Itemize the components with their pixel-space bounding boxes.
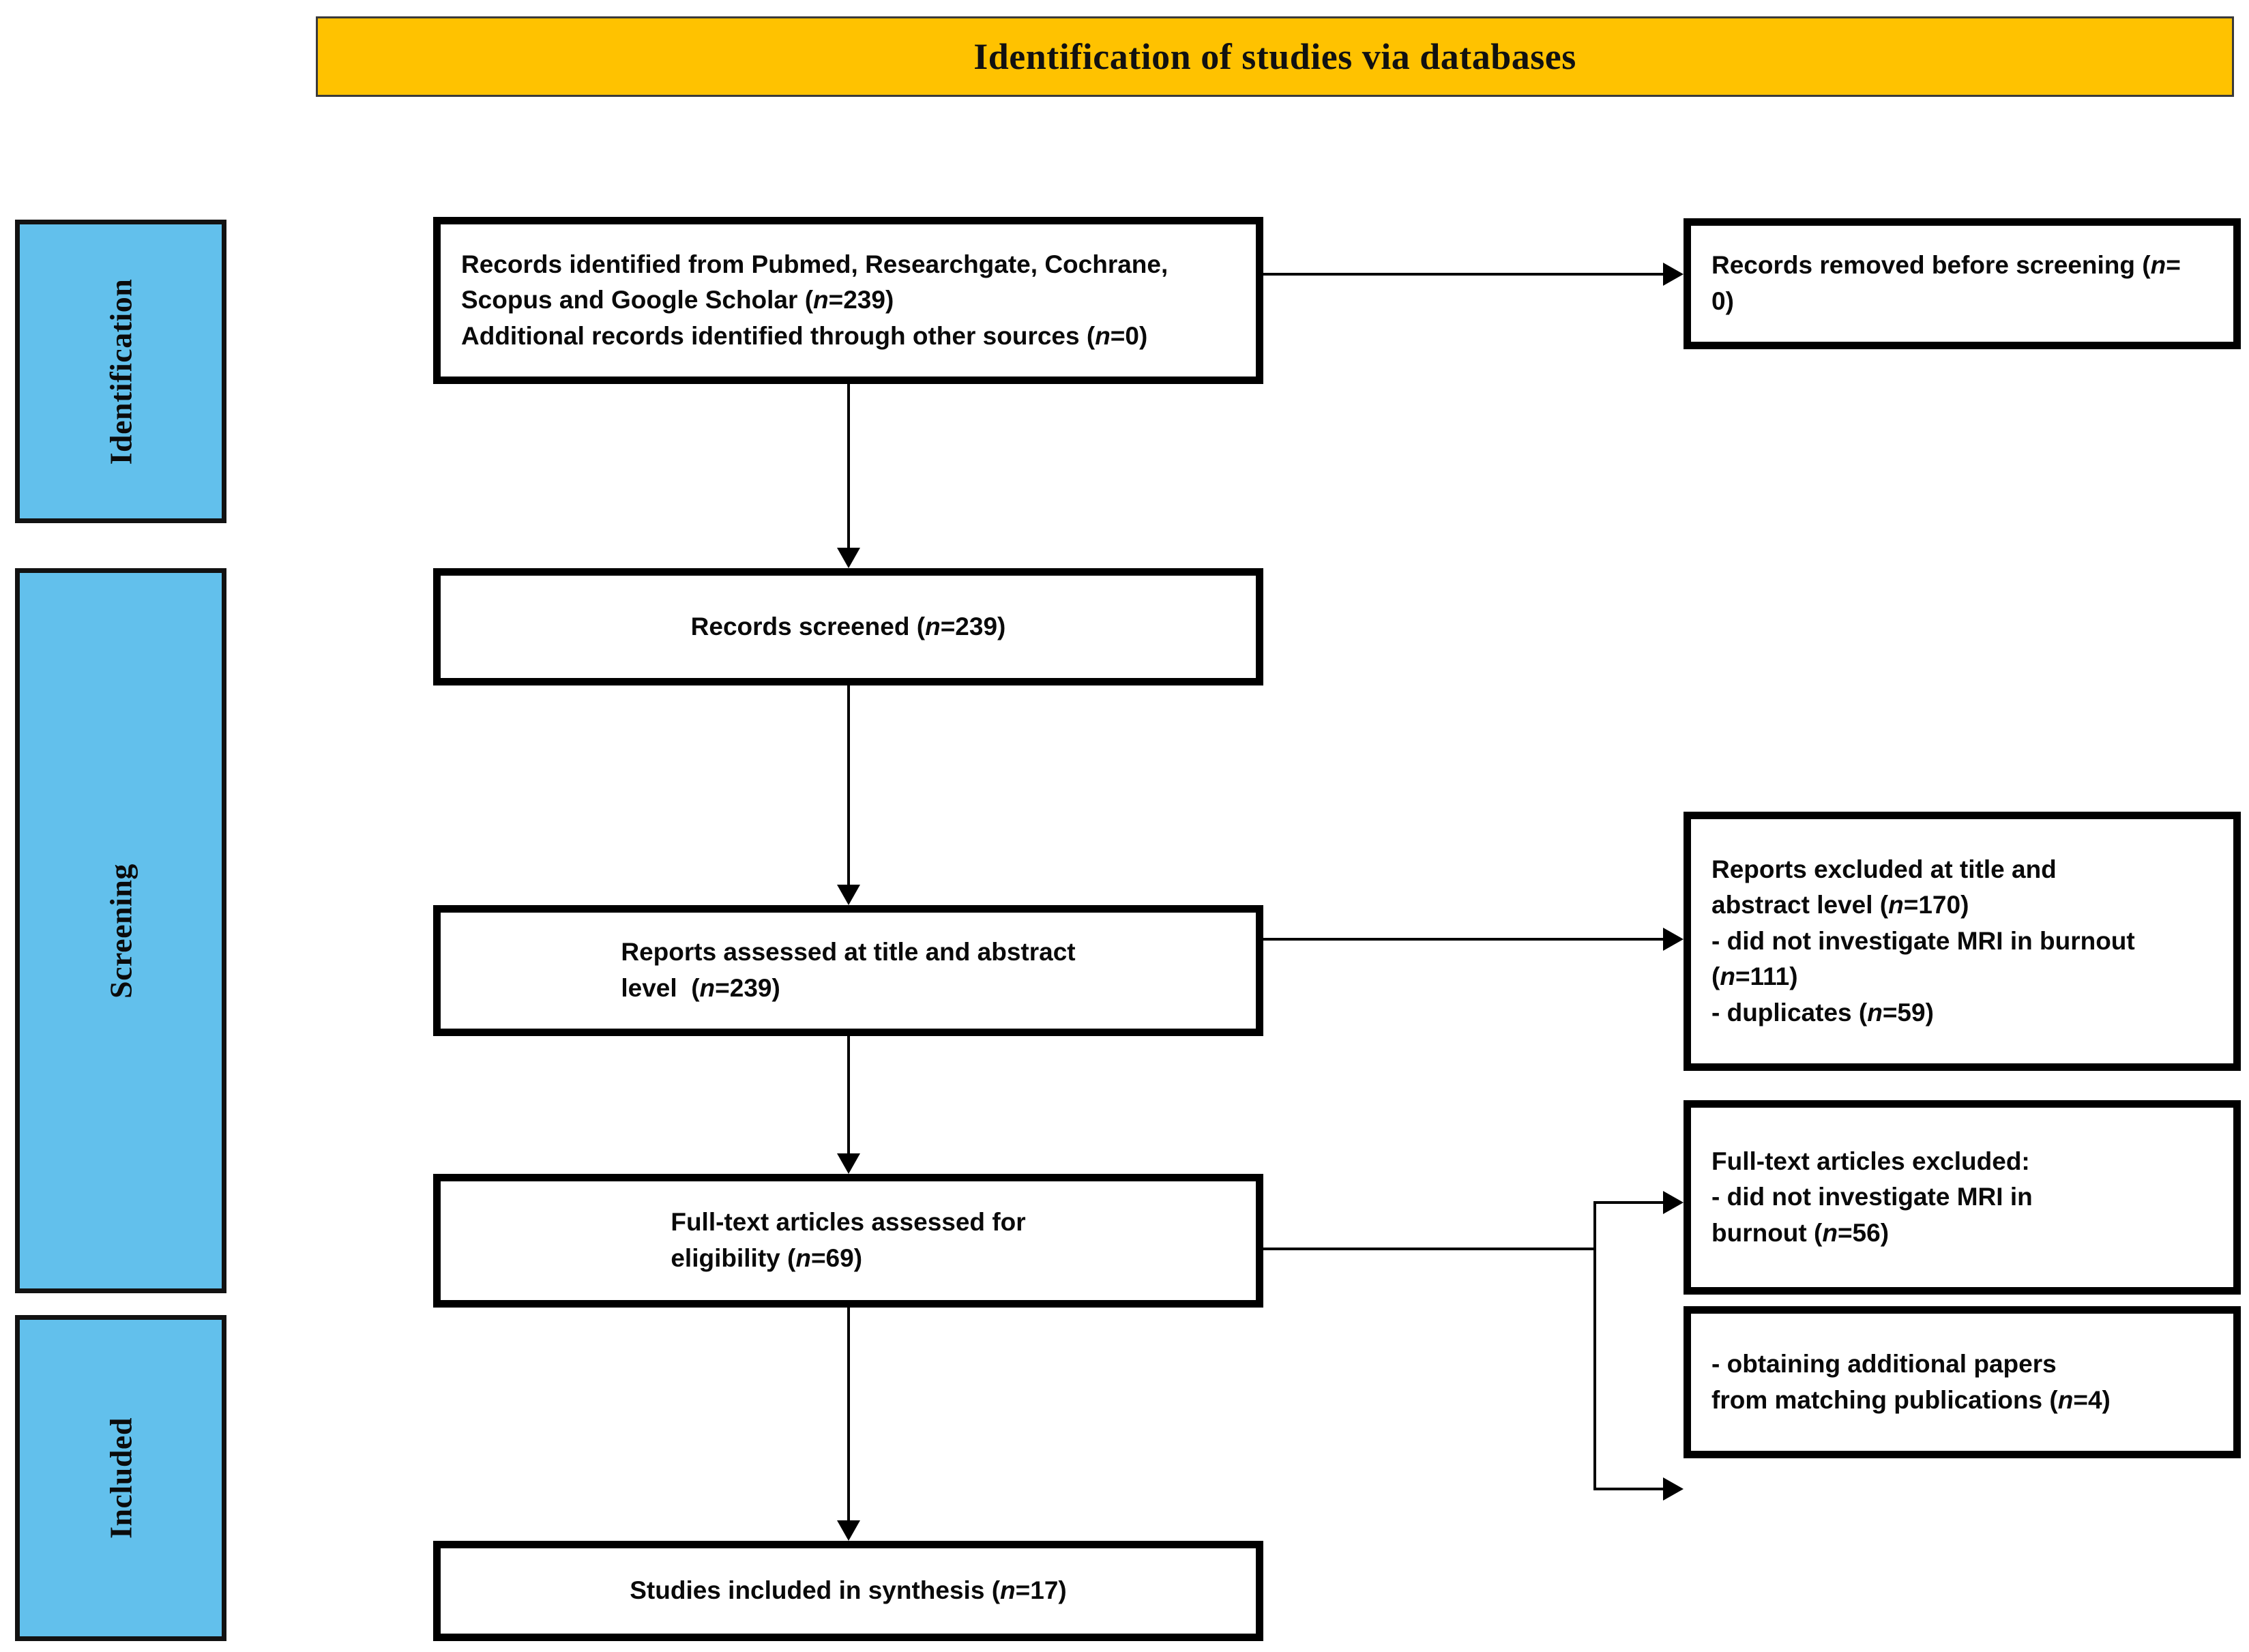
records-identified-line2: Scopus and Google Scholar (n=239) xyxy=(461,286,894,314)
arrow-assessed-to-fulltext xyxy=(837,1153,860,1174)
phase-label-included: Included xyxy=(103,1417,138,1539)
connector-screened-to-assessed xyxy=(847,685,850,885)
arrow-assessed-to-excluded xyxy=(1663,928,1684,951)
reports-excluded-line4: (n=111) xyxy=(1711,962,1798,991)
box-studies-included: Studies included in synthesis (n=17) xyxy=(433,1541,1263,1641)
additional-papers-line1: - obtaining additional papers xyxy=(1711,1349,2057,1378)
box-records-identified: Records identified from Pubmed, Research… xyxy=(433,217,1263,384)
box-fulltext-excluded: Full-text articles excluded: - did not i… xyxy=(1684,1100,2241,1295)
page-title: Identification of studies via databases xyxy=(973,36,1576,77)
additional-papers-line2: from matching publications (n=4) xyxy=(1711,1385,2111,1414)
fulltext-excluded-line3: burnout (n=56) xyxy=(1711,1218,1890,1247)
connector-identified-to-screened xyxy=(847,384,850,548)
connector-assessed-to-fulltext xyxy=(847,1036,850,1153)
records-screened-text: Records screened (n=239) xyxy=(690,612,1006,640)
connector-fulltext-to-additional xyxy=(1593,1488,1663,1490)
connector-fulltext-to-included xyxy=(847,1308,850,1520)
reports-excluded-line2: abstract level (n=170) xyxy=(1711,891,1969,919)
box-records-screened: Records screened (n=239) xyxy=(433,568,1263,685)
phase-bar-screening: Screening xyxy=(15,568,226,1293)
arrow-fulltext-to-included xyxy=(837,1520,860,1541)
diagram-banner: Identification of studies via databases xyxy=(316,16,2234,97)
box-records-removed: Records removed before screening (n=0) xyxy=(1684,218,2241,349)
connector-assessed-to-excluded xyxy=(1263,938,1663,941)
phase-bar-included: Included xyxy=(15,1315,226,1641)
reports-excluded-line3: - did not investigate MRI in burnout xyxy=(1711,926,2135,955)
fulltext-excluded-line1: Full-text articles excluded: xyxy=(1711,1147,2030,1175)
arrow-fulltext-to-excluded xyxy=(1663,1191,1684,1214)
phase-label-screening: Screening xyxy=(103,863,138,999)
records-removed-text: Records removed before screening (n=0) xyxy=(1711,251,2181,315)
phase-bar-identification: Identification xyxy=(15,220,226,523)
connector-fulltext-to-excluded xyxy=(1593,1201,1663,1204)
box-additional-papers: - obtaining additional papers from match… xyxy=(1684,1306,2241,1458)
connector-fulltext-branch-stem xyxy=(1263,1248,1593,1250)
box-reports-excluded: Reports excluded at title and abstract l… xyxy=(1684,812,2241,1071)
arrow-identified-to-screened xyxy=(837,548,860,568)
fulltext-excluded-line2: - did not investigate MRI in xyxy=(1711,1183,2033,1211)
records-identified-line1: Records identified from Pubmed, Research… xyxy=(461,250,1168,278)
phase-label-identification: Identification xyxy=(103,278,138,464)
connector-identified-to-removed xyxy=(1263,273,1663,276)
records-identified-line3: Additional records identified through ot… xyxy=(461,321,1148,350)
reports-excluded-line5: - duplicates (n=59) xyxy=(1711,998,1934,1027)
connector-fulltext-branch-riser xyxy=(1593,1201,1596,1490)
arrow-identified-to-removed xyxy=(1663,263,1684,286)
arrow-fulltext-to-additional xyxy=(1663,1477,1684,1501)
arrow-screened-to-assessed xyxy=(837,885,860,905)
reports-excluded-line1: Reports excluded at title and xyxy=(1711,855,2057,883)
studies-included-text: Studies included in synthesis (n=17) xyxy=(630,1576,1067,1605)
